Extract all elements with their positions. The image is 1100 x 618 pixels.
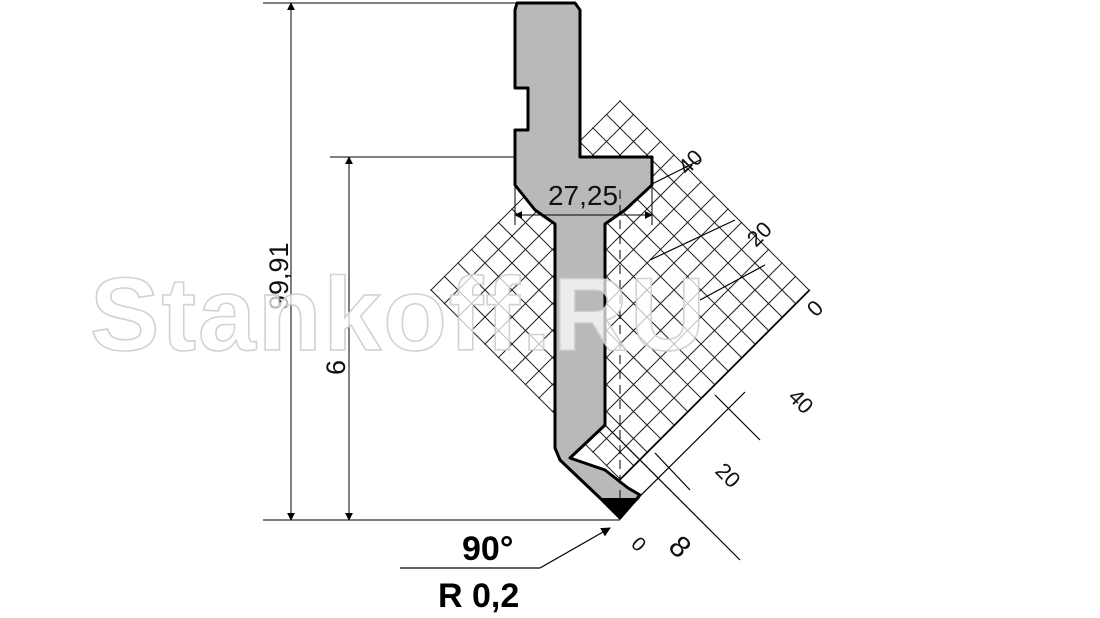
grid-origin-label: 0 [626,533,649,556]
grid-line [581,100,810,480]
grid-line [716,100,810,480]
grid-line [662,100,810,480]
grid-line [430,100,740,480]
width-label: 27,25 [548,180,618,211]
grid-line [743,100,810,480]
grid-line [608,100,810,480]
scale-label-upper-0: 0 [802,295,828,321]
punch-tip [598,498,640,518]
angle-label: 90° [462,530,513,568]
scale-label-upper-40: 40 [673,145,708,180]
watermark-text: Stankoff.RU [90,257,707,373]
working-height-label: 6 [321,360,351,375]
working-height-dimension [330,156,515,521]
offset-label: 8 [662,530,697,565]
grid-line [743,100,810,480]
scale-label-upper-20: 20 [742,217,777,252]
grid-line [716,100,810,480]
grid-line [554,100,810,480]
width-dimension [514,185,653,225]
angle-leader [400,527,611,569]
scale-label-lower-20: 20 [710,458,745,493]
total-height-dimension [263,2,620,521]
scale-label-lower-40: 40 [783,384,818,419]
radius-label: R 0,2 [438,577,519,615]
total-height-label: 99,91 [264,242,294,310]
grid-line [662,100,810,480]
